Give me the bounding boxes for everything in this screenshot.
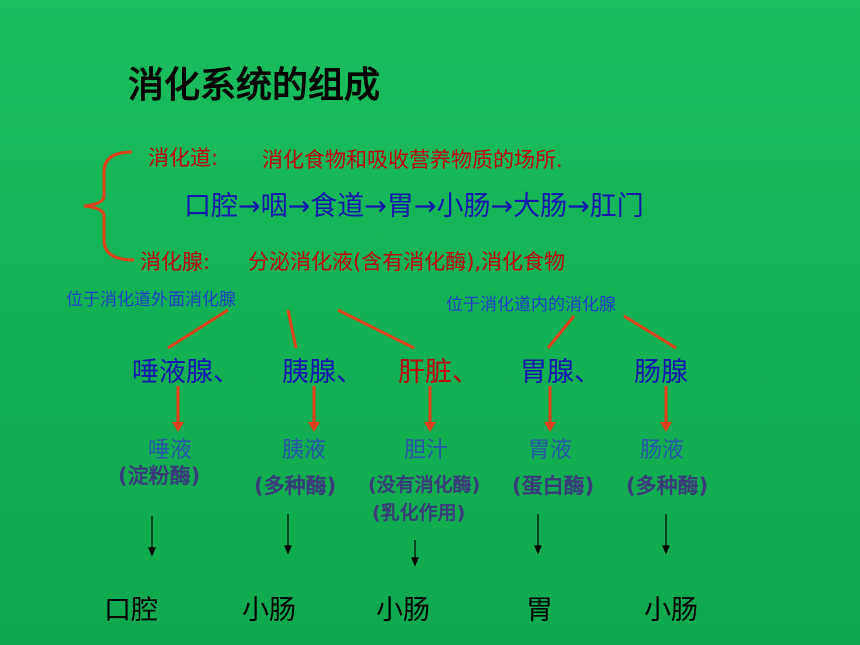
glands-description: 分泌消化液(含有消化酶),消化食物 [248,250,566,274]
enzyme-intestinal: (多种酶) [626,474,709,498]
connector-intestinal [623,314,677,350]
dest-intestinal: 小肠 [644,595,698,626]
enzyme-pancreas: (多种酶) [254,474,337,498]
juice-saliva: 唾液 [148,438,193,463]
arrow-head-liver [424,422,436,432]
enzyme-bile: (没有消化酶) [368,474,481,496]
tract-label: 消化道: [148,146,219,170]
juice-pancreas: 胰液 [282,438,327,463]
enzyme-gastric: (蛋白酶) [512,474,595,498]
dest-gastric: 胃 [526,595,553,626]
dest-pancreas: 小肠 [242,595,296,626]
tract-route: 口腔→咽→食道→胃→小肠→大肠→肛门 [184,191,644,222]
gland-liver: 肝脏、 [398,357,479,388]
juice-intestinal: 肠液 [640,438,685,463]
gland-saliva: 唾液腺、 [132,357,240,388]
juice-bile: 胆汁 [404,438,449,463]
dest-liver: 小肠 [376,595,430,626]
arrow-head-pancreas [308,422,320,432]
gland-intestinal: 肠腺 [634,357,688,388]
inside-glands-label: 位于消化道内的消化腺 [446,295,616,315]
enzyme-saliva: (淀粉酶) [118,464,201,488]
arrow-head-gastric [544,422,556,432]
arrow-head-intestinal [660,422,672,432]
connector-saliva [167,308,229,350]
outside-glands-label: 位于消化道外面消化腺 [66,290,236,310]
arrow-head-saliva [172,422,184,432]
curly-brace [83,150,135,262]
connector-gastric [546,315,576,349]
tract-description: 消化食物和吸收营养物质的场所. [262,148,563,172]
gland-pancreas: 胰腺、 [282,357,363,388]
juice-gastric: 胃液 [528,438,573,463]
connector-pancreas [286,309,298,349]
gland-gastric: 胃腺、 [520,357,601,388]
bile-function: (乳化作用) [372,502,466,524]
dest-saliva: 口腔 [104,595,158,626]
glands-label: 消化腺: [140,250,211,274]
connector-liver [337,308,415,350]
page-title: 消化系统的组成 [128,65,381,106]
